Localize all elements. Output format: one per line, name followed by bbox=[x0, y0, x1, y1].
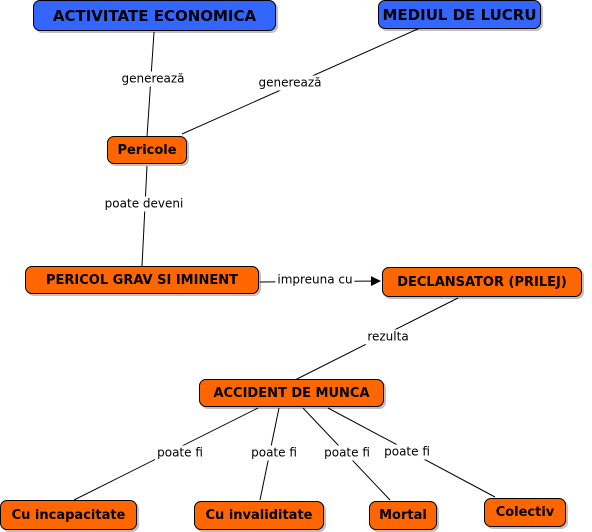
concept-declansator[interactable]: DECLANSATOR (PRILEJ) bbox=[382, 267, 582, 297]
link-label-poate-fi-1: poate fi bbox=[155, 445, 205, 461]
link-label-poate-fi-2: poate fi bbox=[249, 445, 299, 461]
link-label-poate-fi-3: poate fi bbox=[322, 445, 372, 461]
concept-accident-de-munca[interactable]: ACCIDENT DE MUNCA bbox=[199, 379, 384, 407]
link-label-poate-fi-4: poate fi bbox=[382, 444, 432, 460]
concept-pericole[interactable]: Pericole bbox=[107, 136, 187, 164]
concept-mortal[interactable]: Mortal bbox=[369, 501, 437, 530]
concept-colectiv[interactable]: Colectiv bbox=[484, 498, 566, 527]
link-label-genereaza-1: generează bbox=[119, 71, 187, 87]
link-label-genereaza-2: generează bbox=[256, 75, 324, 91]
concept-cu-invaliditate[interactable]: Cu invaliditate bbox=[194, 501, 324, 530]
concept-activitate-economica[interactable]: ACTIVITATE ECONOMICA bbox=[33, 0, 276, 31]
link-label-impreuna-cu: impreuna cu bbox=[275, 272, 355, 288]
concept-cu-incapacitate[interactable]: Cu incapacitate bbox=[0, 500, 137, 530]
concept-pericol-grav-si-iminent[interactable]: PERICOL GRAV SI IMINENT bbox=[25, 266, 259, 294]
link-pericole-pericol-grav bbox=[141, 165, 148, 267]
concept-mediul-de-lucru[interactable]: MEDIUL DE LUCRU bbox=[378, 0, 541, 29]
link-label-poate-deveni: poate deveni bbox=[102, 196, 186, 212]
link-label-rezulta: rezulta bbox=[365, 329, 411, 345]
